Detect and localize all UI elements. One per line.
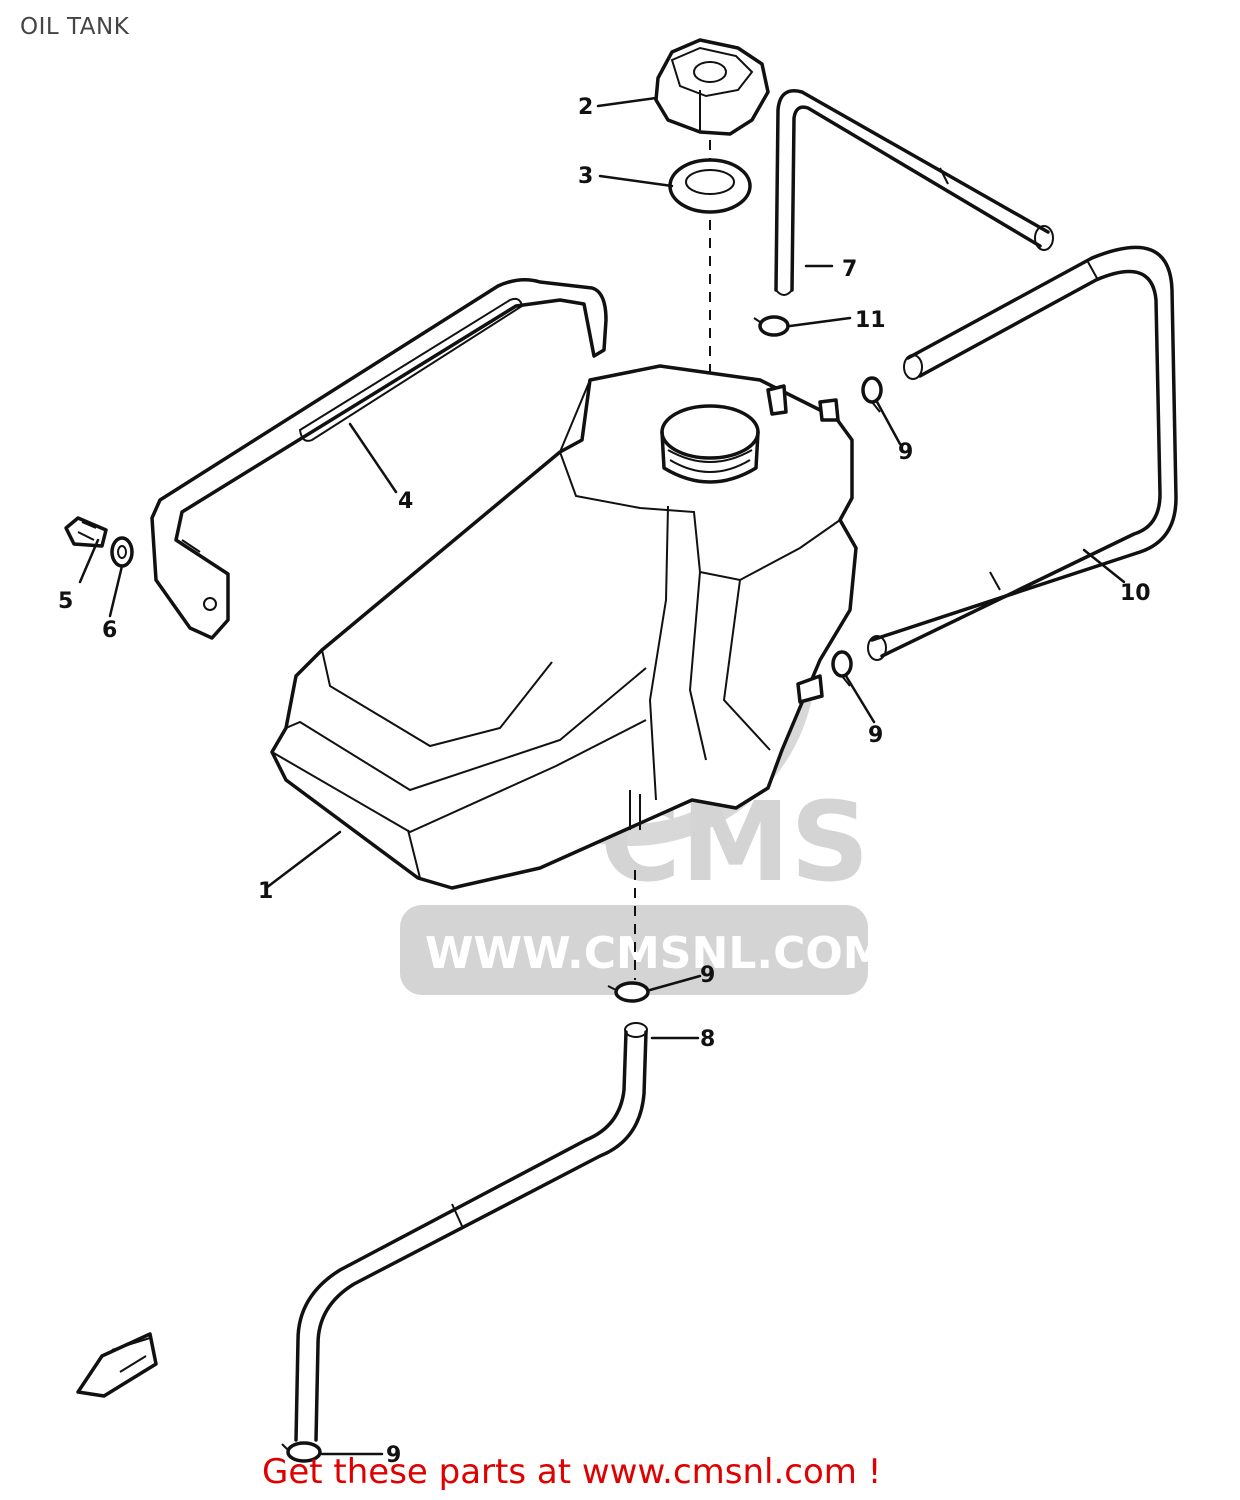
callout-7: 7 [842, 257, 857, 282]
part-washer [110, 536, 134, 568]
part-oil-tank [270, 364, 858, 890]
parts-shop-link-text: Get these parts at www.cmsnl.com ! [262, 1452, 882, 1492]
front-direction-arrow-icon [76, 1332, 158, 1398]
callout-1: 1 [258, 879, 273, 904]
callout-10: 10 [1120, 581, 1151, 606]
callout-11: 11 [855, 308, 886, 333]
callout-9-bottom: 9 [386, 1443, 401, 1468]
part-hose-clip-middle [831, 650, 853, 687]
part-breather-clip [753, 315, 790, 337]
callout-2: 2 [578, 95, 593, 120]
callout-5: 5 [58, 589, 73, 614]
callout-8: 8 [700, 1027, 715, 1052]
callout-9-lower: 9 [700, 963, 715, 988]
part-oil-hose [867, 245, 1178, 661]
callout-6: 6 [102, 618, 117, 643]
callout-9-upper: 9 [898, 440, 913, 465]
part-outlet-hose [294, 1022, 648, 1442]
callout-4: 4 [398, 489, 413, 514]
leader-lines [78, 96, 1126, 1456]
part-bolt [64, 516, 108, 548]
watermark-url: WWW.CMSNL.COM [425, 928, 887, 979]
part-cap-gasket [668, 158, 752, 214]
part-hose-clip-pump [281, 1441, 322, 1463]
part-hose-clip-tank-bottom [607, 981, 650, 1003]
part-hose-clip-upper [861, 376, 883, 413]
page-title: OIL TANK [20, 14, 130, 40]
callout-3: 3 [578, 164, 593, 189]
part-breather-pipe [774, 89, 1054, 296]
callout-9-middle: 9 [868, 723, 883, 748]
part-tank-bracket [150, 278, 608, 640]
part-oil-tank-cap [654, 38, 770, 136]
